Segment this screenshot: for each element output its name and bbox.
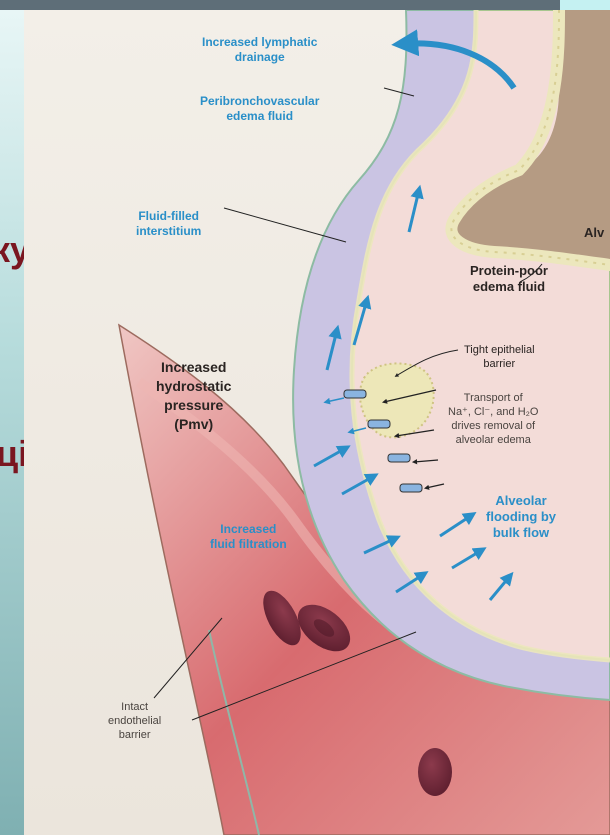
label-intact-endothelial-barrier: Intact endothelial barrier xyxy=(108,700,161,742)
label-line: bulk flow xyxy=(486,525,556,541)
label-line: Fluid-filled xyxy=(136,209,201,224)
label-line: Peribronchovascular xyxy=(200,94,319,109)
label-protein-poor-edema-fluid: Protein-poor edema fluid xyxy=(470,263,548,295)
label-line: Na⁺, Cl⁻, and H₂O xyxy=(448,405,538,419)
label-peribronchovascular-fluid: Peribronchovascular edema fluid xyxy=(200,94,319,124)
label-line: drainage xyxy=(202,50,317,65)
label-increased-lymphatic-drainage: Increased lymphatic drainage xyxy=(202,35,317,65)
label-line: endothelial xyxy=(108,714,161,728)
label-transport-of-ions: Transport of Na⁺, Cl⁻, and H₂O drives re… xyxy=(448,391,538,447)
label-alveolar-flooding: Alveolar flooding by bulk flow xyxy=(486,493,556,541)
label-line: pressure xyxy=(156,396,231,415)
ion-channel xyxy=(368,420,390,428)
label-line: Tight epithelial xyxy=(464,343,535,357)
label-line: barrier xyxy=(464,357,535,371)
label-alveolus-cut: Alv xyxy=(584,225,604,241)
ion-channel xyxy=(400,484,422,492)
label-tight-epithelial-barrier: Tight epithelial barrier xyxy=(464,343,535,371)
label-line: (Pmv) xyxy=(156,415,231,434)
label-increased-fluid-filtration: Increased fluid filtration xyxy=(210,522,287,552)
label-line: Increased xyxy=(156,358,231,377)
top-bar xyxy=(0,0,560,10)
label-line: flooding by xyxy=(486,509,556,525)
left-strip xyxy=(0,10,24,835)
label-fluid-filled-interstitium: Fluid-filled interstitium xyxy=(136,209,201,239)
label-line: interstitium xyxy=(136,224,201,239)
ion-channel xyxy=(344,390,366,398)
label-increased-hydrostatic-pressure: Increased hydrostatic pressure (Pmv) xyxy=(156,358,231,434)
label-line: drives removal of xyxy=(448,419,538,433)
edema-diagram: Increased lymphatic drainage Peribroncho… xyxy=(24,10,610,835)
label-line: hydrostatic xyxy=(156,377,231,396)
label-line: Transport of xyxy=(448,391,538,405)
label-line: Increased xyxy=(210,522,287,537)
label-line: edema fluid xyxy=(200,109,319,124)
label-line: alveolar edema xyxy=(448,433,538,447)
label-line: Alveolar xyxy=(486,493,556,509)
red-blood-cell xyxy=(418,748,452,796)
ion-channel xyxy=(388,454,410,462)
label-line: edema fluid xyxy=(470,279,548,295)
label-line: Increased lymphatic xyxy=(202,35,317,50)
label-line: Protein-poor xyxy=(470,263,548,279)
label-line: Intact xyxy=(108,700,161,714)
label-line: fluid filtration xyxy=(210,537,287,552)
label-line: barrier xyxy=(108,728,161,742)
